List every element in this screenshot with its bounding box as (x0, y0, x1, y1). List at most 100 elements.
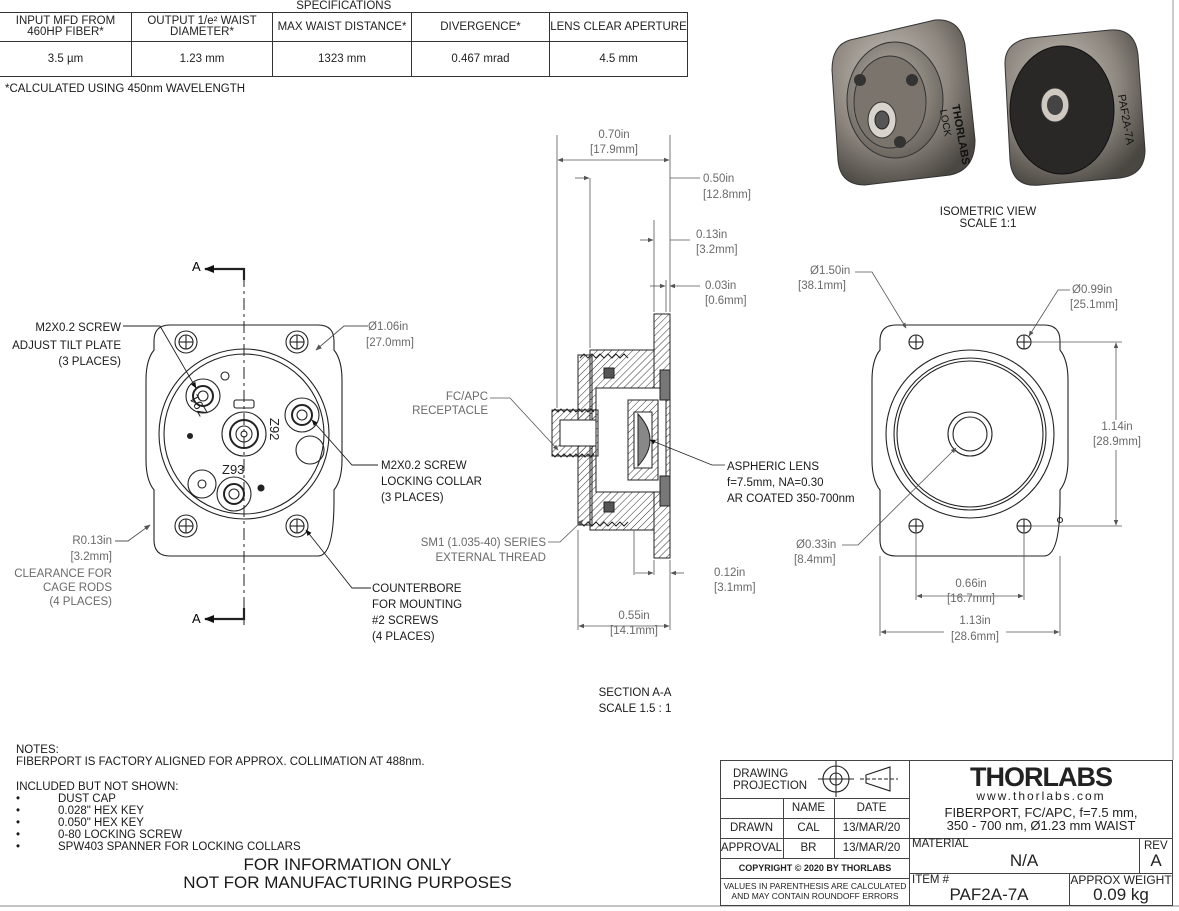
d114-mm: [28.9mm] (1088, 435, 1146, 450)
description-2: 350 - 700 nm, Ø1.23 mm WAIST (946, 818, 1136, 833)
d055-in: 0.55in (618, 610, 650, 622)
weight-label: APPROX WEIGHT (1070, 873, 1172, 887)
receptacle-line2: RECEPTACLE (412, 405, 488, 417)
rear-view (871, 324, 1069, 557)
spec-value-divergence: 0.467 mrad (411, 41, 550, 77)
drawn-name: CAL (797, 822, 820, 834)
spec-header-mfd-text: INPUT MFD FROM 460HP FIBER* (15, 15, 116, 38)
isometric-view (831, 19, 1146, 186)
values-note-1: VALUES IN PARENTHESIS ARE CALCULATED (723, 881, 907, 891)
d033-mm: [8.4mm] (794, 554, 836, 566)
item-label: ITEM # (912, 874, 950, 886)
d066-in: 0.66in (955, 578, 987, 590)
d050-mm: [12.8mm] (703, 189, 751, 201)
included-item: SPW403 SPANNER FOR LOCKING COLLARS (58, 841, 301, 853)
included-item: 0.050" HEX KEY (58, 817, 144, 829)
clearance-line2: CAGE RODS (42, 582, 112, 594)
approval-label: APPROVAL (720, 842, 783, 854)
d013-in: 0.13in (696, 229, 728, 241)
d099-mm: [25.1mm] (1070, 299, 1118, 311)
spec-value-distance: 1323 mm (272, 41, 412, 77)
engraving-z92: Z92 (267, 418, 282, 440)
section-title: SECTION A-A (598, 687, 672, 699)
disclaimer-line1: FOR INFORMATION ONLY (243, 855, 452, 874)
projection-label-2: PROJECTION (733, 780, 808, 792)
notes-line: FIBERPORT IS FACTORY ALIGNED FOR APPROX.… (16, 756, 425, 768)
spec-header-waist: OUTPUT 1/e² WAIST DIAMETER* (131, 12, 273, 42)
d013-mm: [3.2mm] (696, 244, 738, 256)
approval-name: BR (800, 842, 817, 854)
spec-header-mfd: INPUT MFD FROM 460HP FIBER* (0, 12, 132, 42)
spec-value-aperture: 4.5 mm (549, 41, 688, 77)
counterbore-line1: COUNTERBORE (372, 583, 462, 595)
specifications-table: SPECIFICATIONS INPUT MFD FROM 460HP FIBE… (0, 0, 688, 77)
lens-line3: AR COATED 350-700nm (727, 493, 855, 505)
radius-mm: [3.2mm] (70, 551, 112, 563)
col-date: DATE (856, 802, 887, 814)
d050-in: 0.50in (703, 173, 735, 185)
values-note-2: AND MAY CONTAIN ROUNDOFF ERRORS (731, 891, 899, 901)
approval-date: 13/MAR/20 (842, 842, 901, 854)
section-marker-bottom: A (192, 611, 201, 626)
section-dimensions (490, 135, 725, 630)
d012-mm: [3.1mm] (714, 582, 756, 594)
disclaimer-line2: NOT FOR MANUFACTURING PURPOSES (183, 873, 512, 892)
body-dia-in: Ø1.06in (368, 321, 409, 333)
drawn-date: 13/MAR/20 (842, 822, 901, 834)
spec-value-waist: 1.23 mm (131, 41, 273, 77)
iso-engraving-lock: LOCK (937, 109, 953, 138)
spec-value-mfd: 3.5 µm (0, 41, 132, 77)
tilt-screw-line1: M2X0.2 SCREW (35, 322, 121, 334)
iso-scale: SCALE 1:1 (959, 218, 1017, 230)
locking-screw-line2: LOCKING COLLAR (381, 476, 482, 488)
lens-line1: ASPHERIC LENS (727, 461, 820, 473)
overall-len-mm: [17.9mm] (590, 144, 638, 156)
notes-heading: NOTES: (16, 744, 59, 756)
front-view (145, 265, 343, 625)
thread-line1: SM1 (1.035-40) SERIES (420, 537, 546, 549)
material-value: N/A (1009, 851, 1039, 870)
counterbore-line4: (4 PLACES) (372, 631, 435, 643)
engraving-z93: Z93 (222, 462, 244, 477)
spec-header-waist-text: OUTPUT 1/e² WAIST DIAMETER* (147, 15, 257, 38)
counterbore-line3: #2 SCREWS (372, 615, 439, 627)
included-heading: INCLUDED BUT NOT SHOWN: (16, 781, 179, 793)
radius-in: R0.13in (72, 535, 112, 547)
material-label: MATERIAL (912, 838, 969, 850)
body-dia-mm: [27.0mm] (366, 337, 414, 349)
d113-in: 1.13in (959, 615, 991, 627)
d150-mm: [38.1mm] (798, 280, 846, 292)
d113-mm: [28.6mm] (944, 630, 1006, 645)
locking-screw-line3: (3 PLACES) (381, 492, 444, 504)
d066-mm: [16.7mm] (947, 593, 995, 605)
locking-screw-line1: M2X0.2 SCREW (381, 460, 467, 472)
d114-in: 1.14in (1088, 420, 1146, 435)
engraving-z91: Z91 (186, 392, 210, 419)
description-1: FIBERPORT, FC/APC, f=7.5 mm, (944, 805, 1138, 820)
section-view (551, 313, 671, 559)
tilt-screw-line2: ADJUST TILT PLATE (12, 340, 121, 352)
rev-label: REV (1144, 840, 1168, 852)
d099-in: Ø0.99in (1072, 284, 1113, 296)
d055-mm: [14.1mm] (610, 625, 658, 637)
counterbore-line2: FOR MOUNTING (372, 599, 463, 611)
d012-in: 0.12in (714, 567, 746, 579)
title-block-right (909, 760, 1173, 906)
included-item: 0-80 LOCKING SCREW (58, 829, 182, 841)
rev-value: A (1150, 851, 1162, 870)
website: www.thorlabs.com (976, 789, 1106, 803)
spec-footnote: *CALCULATED USING 450nm WAVELENGTH (5, 83, 246, 95)
col-name: NAME (791, 802, 826, 814)
included-item: 0.028" HEX KEY (58, 805, 144, 817)
d003-mm: [0.6mm] (705, 295, 747, 307)
tilt-screw-line3: (3 PLACES) (58, 356, 121, 368)
clearance-line1: CLEARANCE FOR (14, 568, 112, 580)
copyright: COPYRIGHT © 2020 BY THORLABS (738, 863, 892, 873)
receptacle-line1: FC/APC (445, 391, 488, 403)
thorlabs-logo: THORLABS (970, 762, 1113, 792)
section-scale: SCALE 1.5 : 1 (598, 703, 672, 715)
d150-in: Ø1.50in (810, 265, 851, 277)
lens-line2: f=7.5mm, NA=0.30 (727, 477, 824, 489)
thread-line2: EXTERNAL THREAD (435, 552, 546, 564)
section-marker-top: A (192, 259, 201, 274)
